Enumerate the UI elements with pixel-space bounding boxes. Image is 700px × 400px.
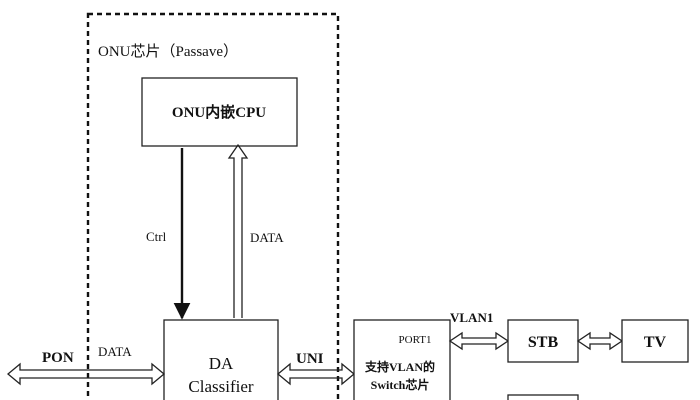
switch-port-label: PORT1	[399, 334, 432, 346]
vlan1-arrow	[448, 331, 510, 351]
classifier-line2: Classifier	[188, 377, 253, 396]
classifier-box	[163, 319, 279, 400]
uni-label: UNI	[296, 351, 324, 367]
stb-label: STB	[528, 334, 559, 351]
data-up-label: DATA	[250, 230, 284, 245]
stb-tv-arrow	[576, 331, 624, 351]
switch-line1: 支持VLAN的	[364, 359, 435, 374]
ctrl-label: Ctrl	[146, 229, 167, 244]
onu-chip-label: ONU芯片（Passave）	[98, 43, 238, 60]
uni-arrow	[276, 362, 356, 386]
data-up-arrow	[227, 143, 249, 318]
classifier-line1: DA	[209, 354, 234, 373]
vlan1-label: VLAN1	[450, 310, 493, 325]
pon-arrow	[6, 362, 166, 386]
tv-label: TV	[644, 334, 667, 351]
switch-line2: Switch芯片	[371, 377, 430, 392]
switch-box	[353, 319, 451, 400]
data-in-label: DATA	[98, 344, 132, 359]
cpu-label: ONU内嵌CPU	[172, 103, 266, 121]
lower-device-box	[507, 394, 579, 400]
onu-chip-boundary	[86, 12, 340, 400]
tv-box	[621, 319, 689, 363]
cpu-box	[141, 77, 298, 147]
pon-label: PON	[42, 350, 74, 366]
